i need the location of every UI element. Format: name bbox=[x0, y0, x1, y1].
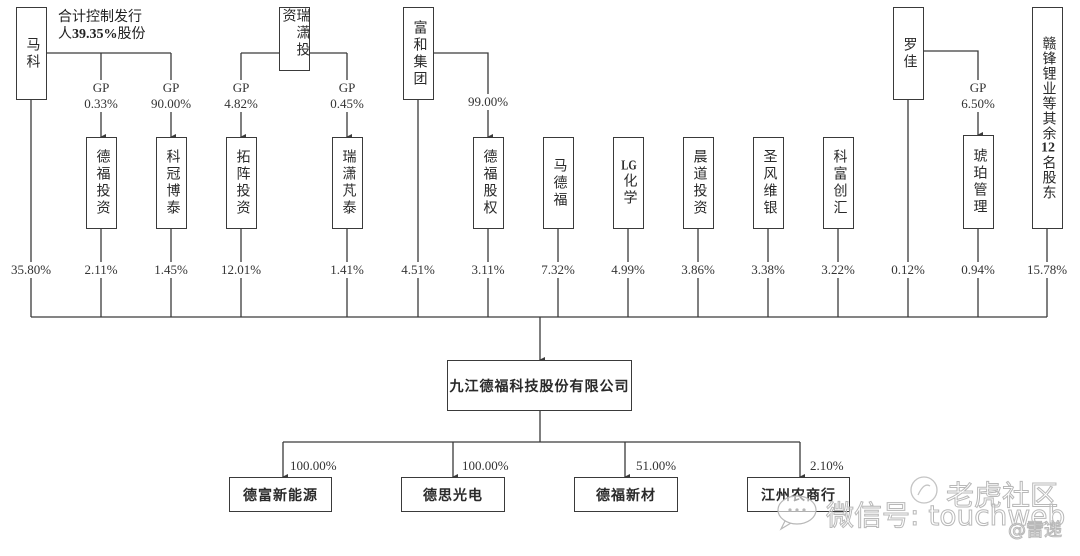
note-prefix: 人 bbox=[58, 26, 72, 42]
shareholder-name: 圣风维银 bbox=[761, 149, 777, 217]
tiger-logo-icon bbox=[910, 476, 938, 504]
stake-label: 0.94% bbox=[953, 262, 1003, 278]
wechat-logo-icon bbox=[777, 495, 817, 531]
shareholder-name: 赣锋锂业等其余12名股东 bbox=[1040, 36, 1056, 200]
shareholder-box-ruixiao-pengtai: 瑞潇芃泰 bbox=[332, 137, 363, 229]
shareholder-name: 罗佳 bbox=[901, 36, 917, 71]
shareholder-box-shengfeng-weiyin: 圣风维银 bbox=[753, 137, 784, 229]
subsidiary-stake: 100.00% bbox=[290, 458, 337, 473]
latin-run: LG bbox=[621, 159, 637, 173]
shareholder-name: LG化学 bbox=[621, 159, 637, 207]
note-percent: 39.35% bbox=[72, 27, 118, 42]
subsidiary-stake: 51.00% bbox=[636, 458, 677, 473]
shareholder-box-ma-defu: 马德福 bbox=[543, 137, 574, 229]
shareholder-name: 富和集团 bbox=[411, 19, 427, 88]
controller-note-line1: 合计控制发行 bbox=[58, 9, 142, 25]
shareholder-name: 拓阵投资 bbox=[234, 149, 250, 217]
shareholder-box-fuhe-group: 富和集团 bbox=[403, 7, 434, 100]
stake-label: 7.32% bbox=[533, 262, 583, 278]
shareholder-box-ma-ke: 马科 bbox=[16, 7, 47, 100]
shareholder-box-hupo-management: 琥珀管理 bbox=[963, 135, 994, 229]
shareholder-box-ganfeng-others: 赣锋锂业等其余12名股东 bbox=[1032, 7, 1063, 229]
watermark-author: @雷递 bbox=[1008, 520, 1063, 542]
shareholder-name: 瑞潇芃泰 bbox=[340, 149, 356, 217]
stake-label: 3.38% bbox=[743, 262, 793, 278]
stake-label: 3.86% bbox=[673, 262, 723, 278]
shareholder-name: 德福股权 bbox=[481, 149, 497, 217]
stake-label: 0.12% bbox=[883, 262, 933, 278]
subsidiary-box: 德福新材 bbox=[574, 477, 678, 512]
watermark-wechat: 微信号: touchweb bbox=[825, 499, 1066, 533]
gp-link-label: 99.00% bbox=[462, 94, 514, 110]
entity-name: 瑞潇投资 bbox=[280, 8, 310, 59]
shareholder-box-kefu-chuanghui: 科富创汇 bbox=[823, 137, 854, 229]
gp-stake: 90.00% bbox=[150, 96, 192, 111]
stake-label: 4.99% bbox=[603, 262, 653, 278]
shareholder-box-defu-investment: 德福投资 bbox=[86, 137, 117, 229]
issuer-name: 九江德福科技股份有限公司 bbox=[449, 378, 630, 395]
stake-label: 3.11% bbox=[463, 262, 513, 278]
gp-role: GP bbox=[969, 80, 987, 95]
gp-stake: 4.82% bbox=[224, 96, 258, 111]
stake-label: 4.51% bbox=[393, 262, 443, 278]
gp-stake: 6.50% bbox=[961, 96, 995, 111]
subsidiary-name: 德福新材 bbox=[596, 487, 656, 504]
subsidiary-name: 德思光电 bbox=[423, 487, 483, 504]
subsidiary-stake: 100.00% bbox=[462, 458, 509, 473]
shareholder-name: 德福投资 bbox=[94, 149, 110, 217]
stake-label: 1.41% bbox=[322, 262, 372, 278]
gp-role: GP bbox=[338, 80, 356, 95]
subsidiary-box: 德思光电 bbox=[401, 477, 505, 512]
shareholder-box-defu-equity: 德福股权 bbox=[473, 137, 504, 229]
note-suffix: 股份 bbox=[117, 26, 146, 42]
stake-label: 2.11% bbox=[76, 262, 126, 278]
shareholder-name: 晨道投资 bbox=[691, 149, 707, 217]
latin-run: 12 bbox=[1041, 141, 1055, 155]
shareholder-name: 科冠博泰 bbox=[164, 149, 180, 217]
watermark-brand: 老虎社区 bbox=[945, 479, 1059, 513]
shareholder-name: 琥珀管理 bbox=[971, 148, 987, 216]
controller-note: 合计控制发行 人39.35%股份 bbox=[58, 9, 146, 43]
shareholder-box-chendao-investment: 晨道投资 bbox=[683, 137, 714, 229]
stake-label: 3.22% bbox=[813, 262, 863, 278]
entity-box-ruixiao-investment: 瑞潇投资 bbox=[279, 7, 310, 71]
issuer-box: 九江德福科技股份有限公司 bbox=[447, 360, 632, 411]
gp-stake: 99.00% bbox=[467, 94, 509, 109]
stake-label: 15.78% bbox=[1019, 262, 1075, 278]
gp-role: GP bbox=[92, 80, 110, 95]
gp-role: GP bbox=[232, 80, 250, 95]
shareholder-box-tuozhen-investment: 拓阵投资 bbox=[226, 137, 257, 229]
stake-label: 1.45% bbox=[146, 262, 196, 278]
shareholder-box-lg-chem: LG化学 bbox=[613, 137, 644, 229]
gp-stake: 0.45% bbox=[330, 96, 364, 111]
controller-note-line2: 人39.35%股份 bbox=[58, 26, 146, 43]
subsidiary-stake: 2.10% bbox=[810, 458, 844, 473]
subsidiary-box: 德富新能源 bbox=[229, 477, 332, 512]
subsidiary-name: 德富新能源 bbox=[243, 487, 318, 504]
stake-label: 12.01% bbox=[213, 262, 269, 278]
gp-role: GP bbox=[162, 80, 180, 95]
shareholder-box-luo-jia: 罗佳 bbox=[893, 7, 924, 100]
shareholder-name: 马德福 bbox=[551, 157, 567, 209]
shareholder-name: 科富创汇 bbox=[831, 149, 847, 217]
stake-label: 35.80% bbox=[3, 262, 59, 278]
shareholder-name: 马科 bbox=[24, 36, 40, 71]
shareholder-box-keguan-botai: 科冠博泰 bbox=[156, 137, 187, 229]
gp-stake: 0.33% bbox=[84, 96, 118, 111]
